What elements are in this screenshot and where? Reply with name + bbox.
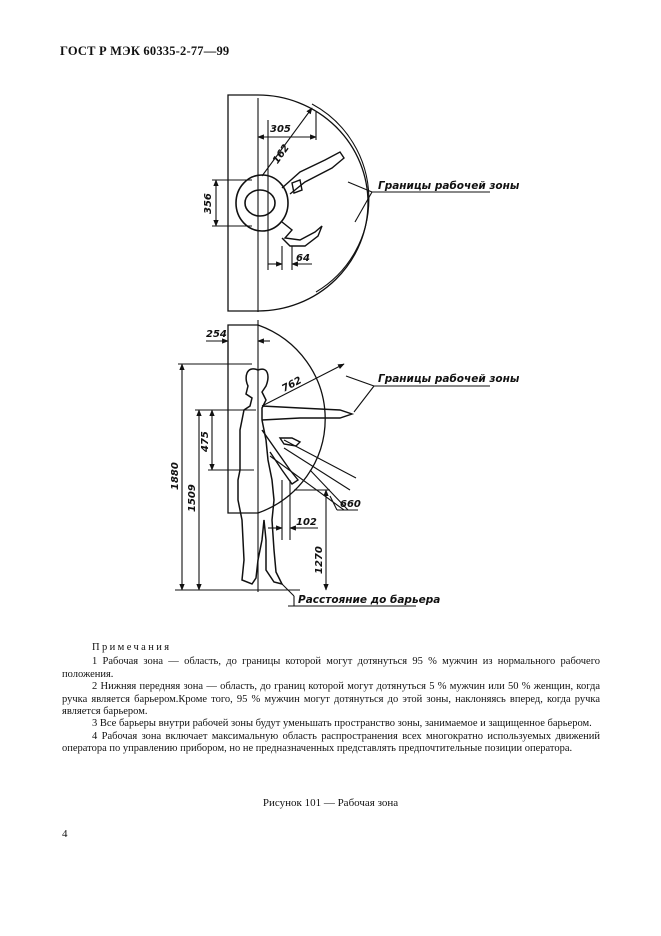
note-item: 4 Рабочая зона включает максимальную обл… <box>62 730 600 755</box>
operator-arm-lower <box>281 221 323 247</box>
operator-profile <box>237 368 284 586</box>
dim-102: 102 <box>296 517 317 528</box>
note-item: 1 Рабочая зона — область, до границы кот… <box>62 656 600 680</box>
barrier-distance-label: Расстояние до барьера <box>298 594 440 606</box>
operator-shoulders <box>235 174 289 232</box>
operator-arm-upper <box>281 151 345 195</box>
dim-305: 305 <box>270 124 291 135</box>
dim-64: 64 <box>296 253 310 264</box>
note-item: 3 Все барьеры внутри рабочей зоны будут … <box>92 718 592 730</box>
document-header: ГОСТ Р МЭК 60335-2-77—99 <box>60 44 230 58</box>
notes-title: Примечания <box>92 642 172 653</box>
top-view <box>212 94 490 312</box>
dim-1880: 1880 <box>170 462 181 490</box>
notes-section: Примечания 1 Рабочая зона — область, до … <box>62 642 600 756</box>
operator-head <box>244 189 276 217</box>
dim-254: 254 <box>206 329 227 340</box>
dim-762: 762 <box>280 375 304 395</box>
top-boundary-label: Границы рабочей зоны <box>378 180 520 192</box>
side-view <box>175 320 490 607</box>
working-zone-figure: 305 162 356 64 Границы рабочей зоны 254 … <box>170 94 520 607</box>
figure-caption: Рисунок 101 — Рабочая зона <box>262 797 399 809</box>
page-number: 4 <box>62 828 68 840</box>
dim-1270: 1270 <box>314 546 325 574</box>
dim-356: 356 <box>203 193 214 214</box>
dim-162-top: 162 <box>271 143 292 166</box>
side-boundary-label: Границы рабочей зоны <box>378 373 520 385</box>
top-zone-boundary <box>227 94 369 312</box>
note-item: 2 Нижняя передняя зона — область, до гра… <box>62 681 600 718</box>
operator-arm-lowered <box>261 429 300 485</box>
operator-arm-extended <box>261 405 355 421</box>
dim-475: 475 <box>200 431 211 453</box>
figure-drawing: 305 162 356 64 Границы рабочей зоны 254 … <box>170 94 520 607</box>
side-zone-boundary <box>227 324 326 514</box>
dim-1509: 1509 <box>187 484 198 512</box>
dim-660: 660 <box>340 499 361 510</box>
